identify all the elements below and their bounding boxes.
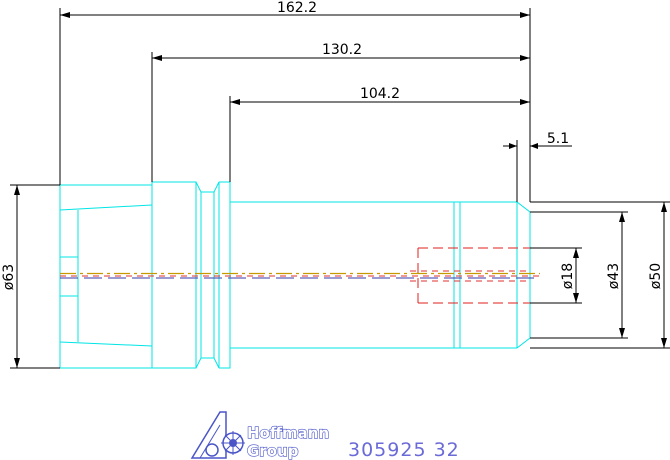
dim-overall-length-label: 162.2 (277, 0, 317, 16)
dim-bore-diameter: ø18 (530, 247, 582, 304)
logo-mark-icon (190, 411, 245, 459)
centerline (60, 270, 540, 282)
dim-end-diameter-label: ø50 (648, 263, 664, 289)
dim-flange-diameter-label: ø63 (1, 264, 17, 290)
dim-shank-diameter-label: ø43 (606, 263, 622, 289)
dim-overall-length: 162.2 (59, 0, 531, 202)
logo-line2: Group (247, 442, 299, 460)
dim-mid-length-label: 130.2 (322, 42, 362, 58)
logo-line1: Hoffmann (247, 424, 329, 442)
dim-shank-length-label: 104.2 (360, 86, 400, 102)
dim-shank-diameter: ø43 (530, 211, 628, 339)
part-outline (59, 181, 531, 369)
hidden-bore (417, 247, 530, 304)
dim-mid-length: 130.2 (151, 42, 530, 182)
dim-chamfer-length: 5.1 (503, 131, 572, 202)
dim-end-diameter: ø50 (530, 201, 670, 349)
dim-shank-length: 104.2 (229, 86, 530, 182)
part-number: 305925 32 (348, 439, 460, 460)
dim-flange-diameter: ø63 (1, 184, 60, 369)
dim-chamfer-length-label: 5.1 (547, 131, 569, 147)
dim-bore-diameter-label: ø18 (560, 263, 576, 289)
hoffmann-logo: Hoffmann Group (190, 411, 330, 460)
